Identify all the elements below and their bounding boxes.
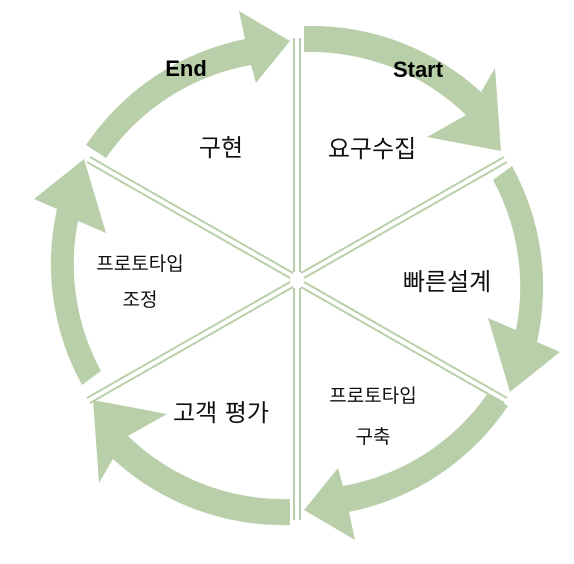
cycle-arrow-3 xyxy=(304,393,508,540)
start-label: Start xyxy=(393,57,444,82)
segment-label-refine-prototype-2: 조정 xyxy=(123,289,158,311)
cycle-arrow-2 xyxy=(488,166,560,392)
segment-dividers xyxy=(86,38,508,520)
cycle-arrow-1 xyxy=(304,25,501,151)
segment-label-build-prototype-2: 구축 xyxy=(356,426,391,448)
divider-upleft-b xyxy=(89,156,294,274)
divider-upleft-a xyxy=(86,161,291,279)
segment-label-customer-evaluation: 고객 평가 xyxy=(173,399,269,427)
divider-downright-b xyxy=(303,281,508,399)
divider-downleft-b xyxy=(89,286,294,404)
cycle-arrow-5 xyxy=(34,159,106,385)
divider-downright-a xyxy=(300,286,505,404)
cycle-arrow-4 xyxy=(93,400,290,526)
end-label: End xyxy=(165,56,207,81)
segment-label-quick-design: 빠른설계 xyxy=(403,268,491,296)
cycle-arrows xyxy=(34,11,560,540)
cycle-arrow-6 xyxy=(86,11,290,158)
divider-upright-a xyxy=(300,156,505,274)
segment-label-requirements: 요구수집 xyxy=(328,135,416,163)
segment-label-build-prototype-1: 프로토타입 xyxy=(329,385,416,407)
segment-label-implementation: 구현 xyxy=(199,134,243,162)
divider-downleft-a xyxy=(86,281,291,399)
divider-upright-b xyxy=(303,161,508,279)
segment-label-refine-prototype-1: 프로토타입 xyxy=(96,253,183,275)
